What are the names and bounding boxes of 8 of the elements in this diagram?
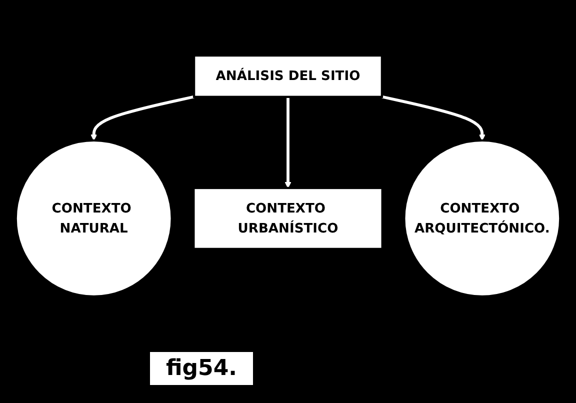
node-box: CONTEXTO URBANÍSTICO — [192, 186, 384, 250]
node-circle: CONTEXTO NATURAL — [14, 139, 173, 298]
node-box: ANÁLISIS DEL SITIO — [192, 54, 384, 98]
arrow — [382, 95, 486, 141]
arrow — [90, 95, 194, 141]
node-circle: CONTEXTO ARQUITECTÓNICO. — [403, 139, 562, 298]
arrow — [284, 96, 292, 188]
figure-caption: fig54. — [150, 352, 254, 385]
